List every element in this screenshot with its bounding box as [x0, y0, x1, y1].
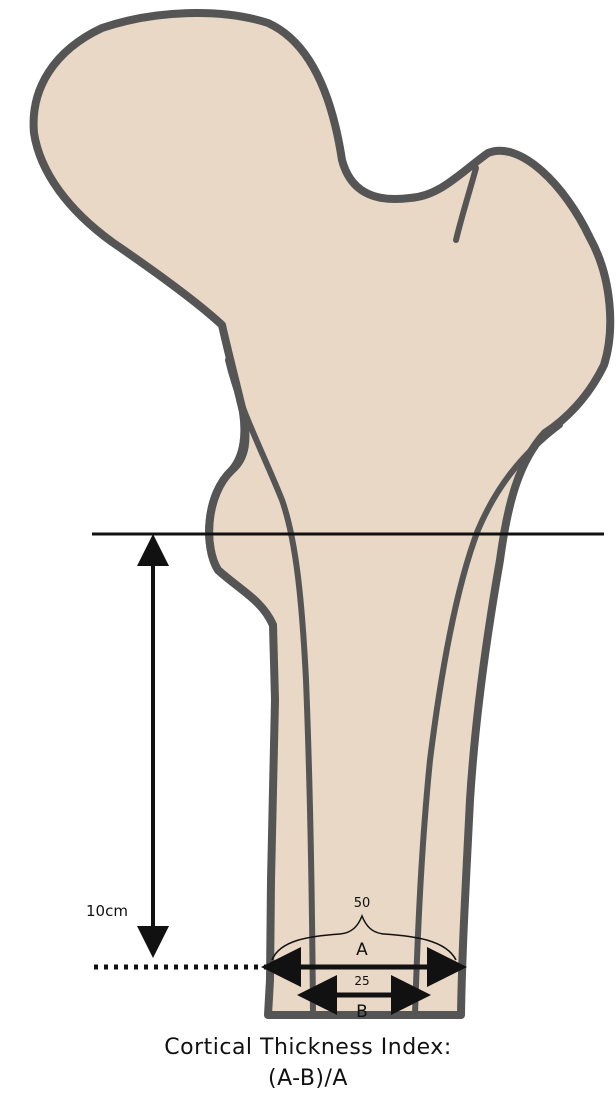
inner-width-letter: B [356, 1002, 368, 1022]
distance-label: 10cm [86, 902, 128, 920]
outer-width-value: 50 [354, 896, 371, 911]
inner-width-value: 25 [354, 974, 369, 988]
outer-width-letter: A [356, 940, 368, 960]
caption-formula: (A-B)/A [0, 1066, 616, 1091]
caption-title: Cortical Thickness Index: [0, 1035, 616, 1060]
femur-outline [34, 13, 611, 1015]
